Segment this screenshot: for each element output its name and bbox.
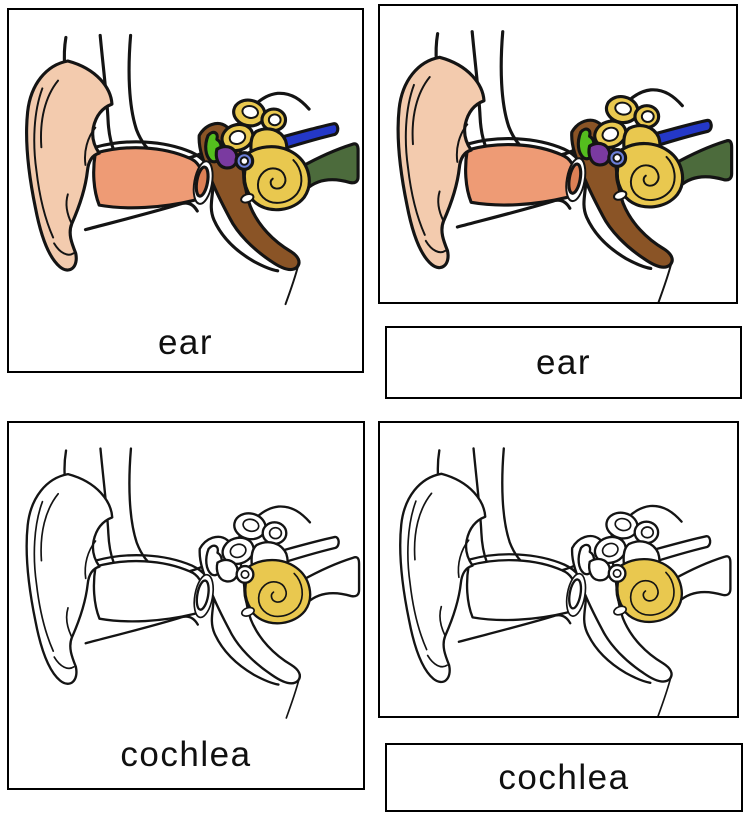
ear-picture-card <box>378 4 738 304</box>
internal-auditory-canal <box>672 555 732 603</box>
ear-canal <box>92 146 214 210</box>
ear-diagram-colored <box>9 10 362 307</box>
outer-ear-pinna <box>399 472 487 684</box>
ear-picture-card-labeled: ear <box>7 8 364 373</box>
cochlea-card-label: cochlea <box>120 734 252 774</box>
cochlea-picture-card <box>378 421 739 718</box>
ossicles <box>205 544 255 584</box>
ossicles <box>577 543 627 583</box>
internal-auditory-canal <box>299 142 360 192</box>
ear-label-card: ear <box>385 326 742 399</box>
internal-auditory-canal <box>672 139 734 189</box>
semicircular-canals <box>593 95 661 149</box>
ear-anatomy-diagram-outline <box>399 447 732 716</box>
ear-canal <box>92 559 215 623</box>
ear-diagram-colored <box>380 6 736 302</box>
ear-anatomy-diagram-colored <box>396 30 734 302</box>
semicircular-canals <box>221 512 288 566</box>
internal-auditory-canal <box>300 556 361 605</box>
ear-canal <box>465 558 587 622</box>
cochlea-picture-card-labeled: cochlea <box>7 421 365 790</box>
ear-anatomy-diagram-outline <box>25 447 361 719</box>
cochlea-label-text: cochlea <box>498 757 630 797</box>
ear-label-text: ear <box>535 342 592 382</box>
ossicles <box>204 130 255 171</box>
ear-canal <box>464 142 587 207</box>
outer-ear-pinna <box>25 59 114 272</box>
ear-diagram-outline <box>380 423 737 716</box>
ear-anatomy-diagram-colored <box>25 33 360 306</box>
outer-ear-pinna <box>396 55 486 270</box>
cochlea-label-card: cochlea <box>385 743 743 812</box>
semicircular-canals <box>220 98 288 153</box>
outer-ear-pinna <box>25 472 114 685</box>
semicircular-canals <box>593 511 660 565</box>
ossicles <box>576 127 628 168</box>
ear-card-label: ear <box>157 322 214 362</box>
ear-diagram-outline <box>9 423 363 721</box>
